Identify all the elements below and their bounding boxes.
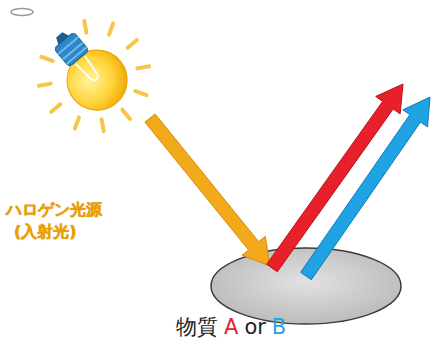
material-name: B <box>272 315 286 339</box>
light-ray <box>128 40 137 48</box>
sample-disc <box>211 248 401 324</box>
light-bulb <box>36 16 139 123</box>
light-ray <box>137 66 149 68</box>
material-name: A <box>224 315 238 339</box>
light-ray <box>51 104 60 112</box>
light-ray <box>109 23 113 34</box>
material-caption: 物質Aor B <box>176 313 286 341</box>
light-arrow <box>145 114 270 266</box>
light-arrows <box>145 84 430 280</box>
light-ray <box>84 21 86 33</box>
light-source-label: (入射光) <box>14 222 77 243</box>
light-ray <box>122 110 130 119</box>
material-label: 物質 <box>176 313 218 341</box>
light-ray <box>39 84 51 86</box>
material-label: or <box>244 315 265 339</box>
light-ray <box>135 91 146 95</box>
light-ray <box>41 57 52 61</box>
light-arrow <box>301 97 430 280</box>
halo <box>11 9 33 16</box>
light-rays <box>39 21 149 131</box>
light-ray <box>102 119 104 131</box>
light-ray <box>75 117 79 128</box>
light-source-label: ハロゲン光源 <box>6 200 102 221</box>
